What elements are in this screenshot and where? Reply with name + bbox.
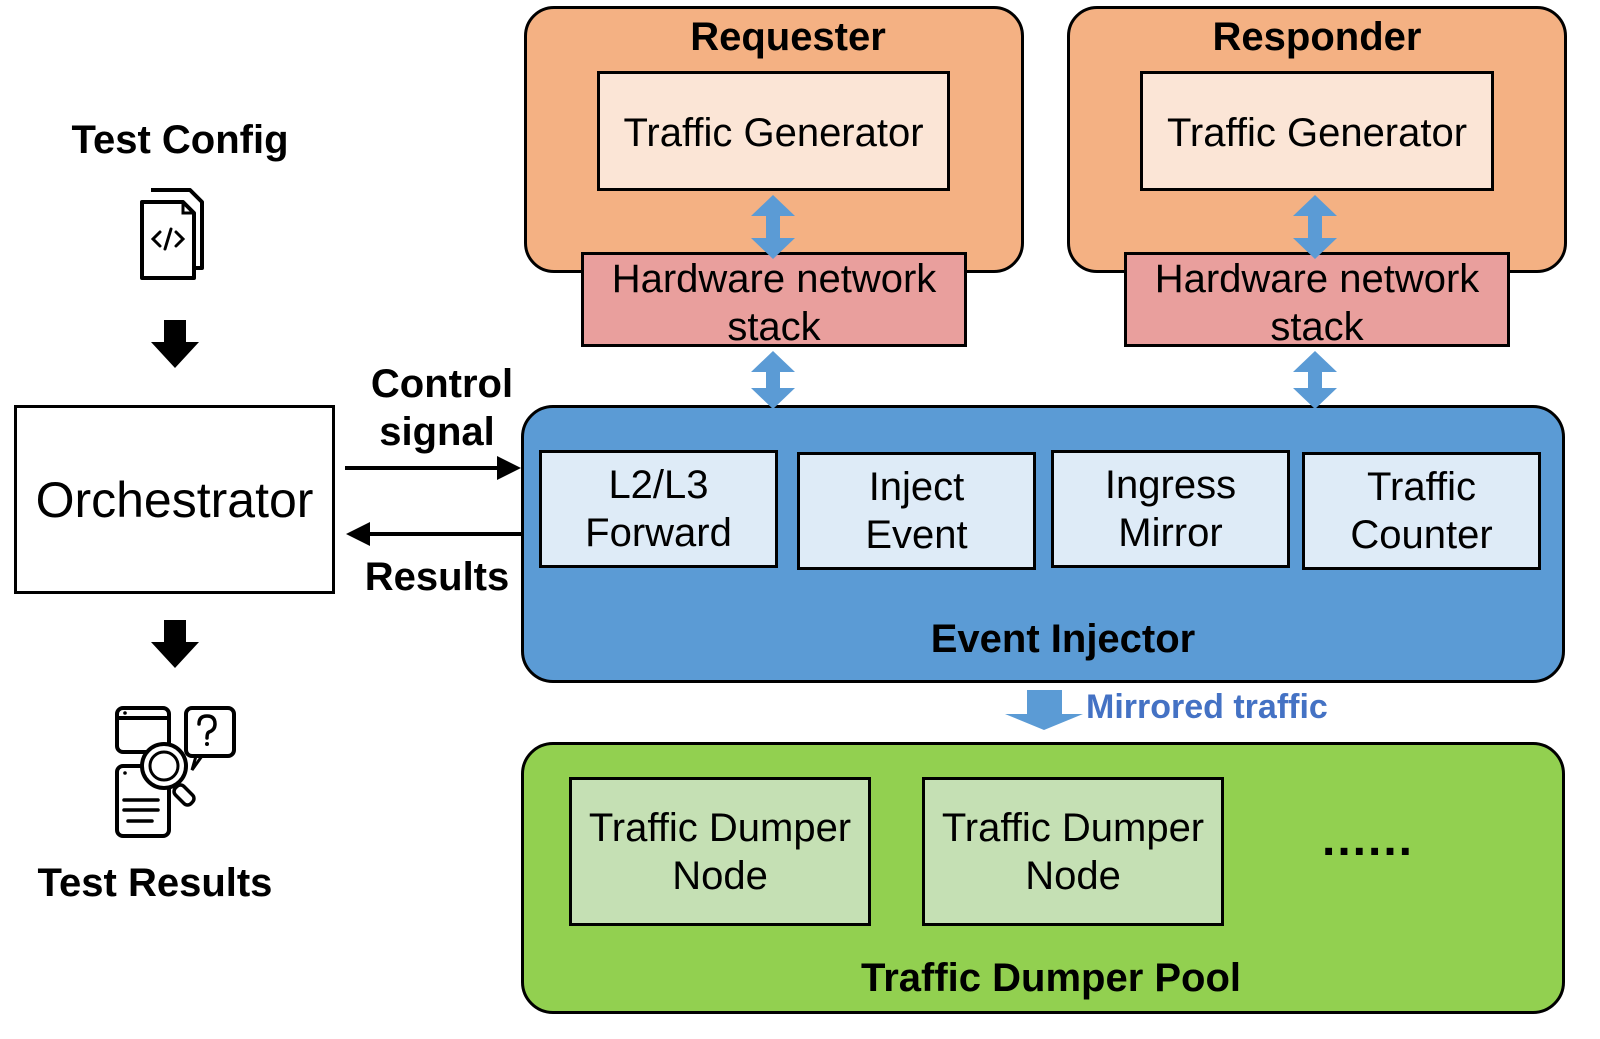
requester-generator-label: Traffic Generator	[623, 111, 924, 155]
down-arrow-icon	[151, 620, 199, 668]
traffic-dumper-pool-title: Traffic Dumper Pool	[860, 955, 1242, 1000]
orchestrator-box: Orchestrator	[14, 405, 335, 594]
results-label: Results	[364, 555, 510, 599]
orchestrator-label: Orchestrator	[35, 471, 314, 528]
requester-stack-line2: stack	[727, 305, 821, 349]
test-results-label: Test Results	[37, 860, 273, 905]
mirrored-traffic-arrow-icon	[1005, 690, 1083, 730]
control-signal-line2: signal	[379, 410, 495, 454]
double-arrow-icon	[1293, 351, 1337, 409]
module-traffic-counter: Traffic Counter	[1302, 452, 1541, 570]
down-arrow-icon	[151, 320, 199, 368]
node-line1: Traffic Dumper	[941, 806, 1205, 850]
control-results-arrows	[345, 456, 522, 546]
requester-traffic-generator: Traffic Generator	[597, 71, 950, 191]
module-line1: Inject	[868, 465, 965, 509]
test-config-label: Test Config	[71, 117, 289, 162]
module-line2: Event	[865, 513, 968, 557]
double-arrow-icon	[751, 351, 795, 409]
code-file-icon	[140, 188, 204, 280]
requester-hardware-stack: Hardware network stack	[581, 252, 967, 349]
responder-stack-line2: stack	[1270, 305, 1364, 349]
module-line1: L2/L3	[608, 463, 709, 507]
traffic-dumper-node: Traffic Dumper Node	[569, 777, 871, 926]
control-signal-label: Control signal	[362, 360, 522, 456]
responder-stack-line1: Hardware network	[1154, 257, 1480, 301]
responder-title: Responder	[1212, 14, 1422, 59]
module-line2: Mirror	[1118, 511, 1223, 555]
event-injector-title: Event Injector	[930, 616, 1196, 661]
module-line2: Counter	[1350, 513, 1493, 557]
module-ingress-mirror: Ingress Mirror	[1051, 450, 1290, 568]
node-line2: Node	[1025, 854, 1121, 898]
module-line1: Traffic	[1367, 465, 1476, 509]
traffic-dumper-node: Traffic Dumper Node	[922, 777, 1224, 926]
module-line1: Ingress	[1104, 463, 1237, 507]
responder-traffic-generator: Traffic Generator	[1140, 71, 1494, 191]
module-inject-event: Inject Event	[797, 452, 1036, 570]
mirrored-traffic-label: Mirrored traffic	[1086, 688, 1328, 726]
responder-hardware-stack: Hardware network stack	[1124, 252, 1510, 349]
module-l2l3-forward: L2/L3 Forward	[539, 450, 778, 568]
node-line1: Traffic Dumper	[588, 806, 852, 850]
node-line2: Node	[672, 854, 768, 898]
more-nodes-ellipsis: ......	[1322, 813, 1415, 866]
requester-stack-line1: Hardware network	[611, 257, 937, 301]
module-line2: Forward	[585, 511, 732, 555]
requester-title: Requester	[690, 14, 886, 59]
responder-generator-label: Traffic Generator	[1166, 111, 1468, 155]
search-results-icon	[115, 706, 236, 838]
control-signal-line1: Control	[370, 362, 514, 406]
